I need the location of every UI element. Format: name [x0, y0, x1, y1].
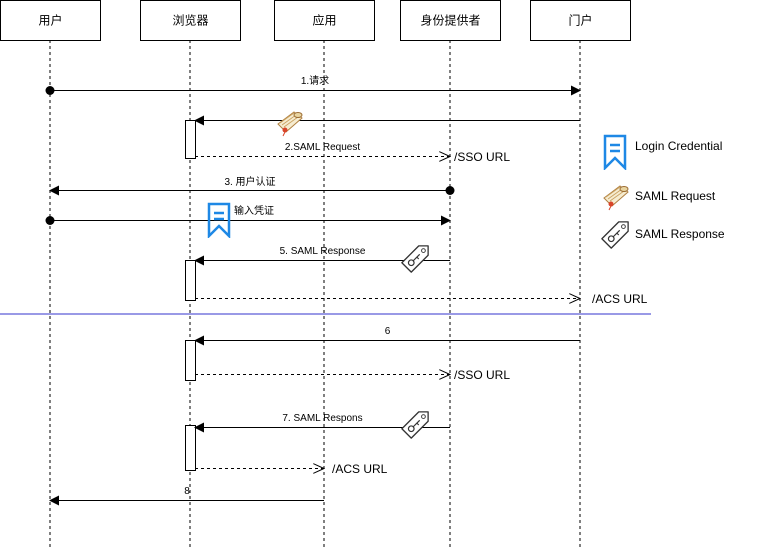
legend-label: Login Credential [635, 139, 722, 153]
participant-browser[interactable]: 浏览器 [140, 0, 241, 41]
participant-box [0, 0, 101, 41]
participant-box [530, 0, 631, 41]
message-label: 3. 用户认证 [224, 175, 275, 188]
participant-label: 用户 [38, 13, 62, 28]
legend-item-saml-response: SAML Response [601, 221, 725, 249]
login-credential-icon [603, 134, 627, 170]
saml-request-icon [603, 185, 629, 211]
message-start-dot [45, 216, 55, 225]
message-5[interactable]: 输入凭证 [45, 202, 451, 238]
saml-request-icon [277, 111, 303, 137]
participant-box [140, 0, 241, 41]
message-9[interactable]: /SSO URL [195, 368, 510, 382]
message-7[interactable]: /ACS URL [195, 292, 648, 306]
message-3[interactable]: 2.SAML Request/SSO URL [195, 142, 510, 164]
activation-bar [185, 340, 196, 381]
participant-portal[interactable]: 门户 [530, 0, 631, 41]
participant-box [274, 0, 375, 41]
activation-bar [185, 260, 196, 301]
message-label: 6 [385, 326, 391, 337]
saml-response-icon [401, 411, 429, 439]
endpoint-note: /ACS URL [592, 292, 648, 306]
legend-label: SAML Response [635, 227, 725, 241]
message-label: 7. SAML Respons [282, 413, 362, 424]
endpoint-note: /SSO URL [454, 150, 510, 164]
message-label: 5. SAML Response [280, 246, 366, 257]
message-1[interactable]: 1.请求 [45, 74, 581, 96]
endpoint-note: /SSO URL [454, 368, 510, 382]
message-label: 1.请求 [301, 74, 329, 87]
participant-app[interactable]: 应用 [274, 0, 375, 41]
message-start-dot [45, 86, 55, 95]
message-label: 输入凭证 [234, 204, 274, 217]
message-10[interactable]: 7. SAML Respons [194, 411, 450, 439]
participant-idp[interactable]: 身份提供者 [400, 0, 501, 41]
message-8[interactable]: 6 [194, 326, 580, 346]
legend-item-login-credential: Login Credential [603, 134, 722, 170]
message-4[interactable]: 3. 用户认证 [49, 175, 455, 196]
saml-response-icon [601, 221, 629, 249]
message-label: 8 [184, 486, 190, 497]
legend-item-saml-request: SAML Request [603, 185, 716, 211]
legend-label: SAML Request [635, 189, 716, 203]
message-6[interactable]: 5. SAML Response [194, 245, 450, 273]
participant-label: 身份提供者 [420, 13, 480, 28]
message-label: 2.SAML Request [285, 142, 360, 153]
participant-label: 应用 [312, 13, 336, 28]
message-start-dot [445, 186, 455, 195]
endpoint-note: /ACS URL [332, 462, 388, 476]
activation-bar [185, 120, 196, 159]
saml-response-icon [401, 245, 429, 273]
message-2[interactable] [194, 111, 580, 137]
participant-box [400, 0, 501, 41]
activation-bar [185, 425, 196, 471]
message-11[interactable]: /ACS URL [195, 462, 388, 476]
participant-user[interactable]: 用户 [0, 0, 101, 41]
participant-label: 门户 [568, 13, 592, 28]
participant-label: 浏览器 [172, 13, 208, 28]
message-12[interactable]: 8 [49, 486, 324, 506]
